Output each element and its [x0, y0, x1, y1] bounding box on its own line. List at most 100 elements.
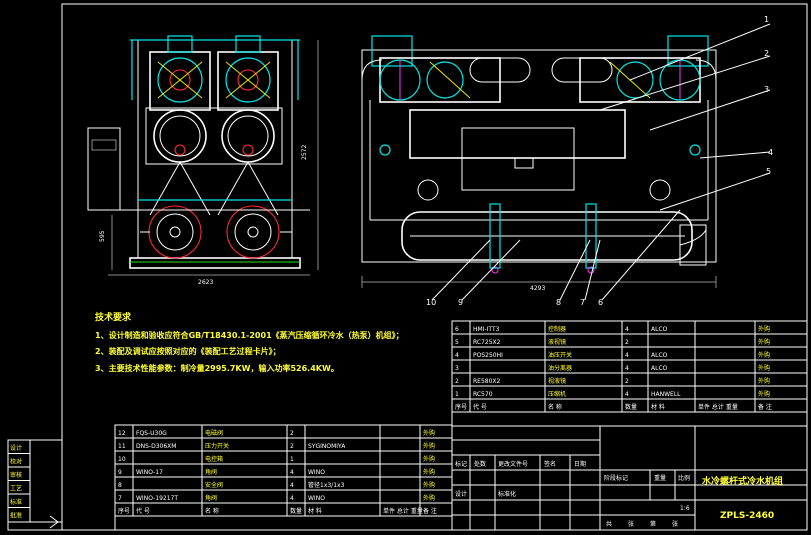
bom-cell-material: ALCO: [651, 326, 668, 333]
bom-cell-name: 角阀: [205, 468, 217, 476]
title-row2-3: 阶段标记: [604, 474, 628, 482]
bom-cell-note: 外购: [758, 364, 770, 372]
bom-cell-no: 6: [455, 326, 459, 333]
bom-cell-qty: 4: [625, 326, 629, 333]
bom-cell-qty: 2: [625, 339, 629, 346]
bom-cell-code: RC570: [473, 391, 493, 398]
bom-cell-material: ALCO: [651, 352, 668, 359]
bom-cell-qty: 4: [290, 482, 294, 489]
bom-cell-no: 3: [455, 365, 459, 372]
title-row3-3: 第: [650, 520, 656, 528]
bom-cell-note: 外购: [423, 481, 435, 489]
bom-cell-code: FQS-U30G: [136, 430, 167, 437]
callout-3: 3: [764, 85, 769, 94]
callout-8: 8: [556, 298, 561, 307]
control-panel: [461, 127, 575, 191]
left-strip-item: 审核: [10, 471, 22, 479]
bom-cell-material: ALCO: [651, 365, 668, 372]
bom-cell-note: 外购: [758, 390, 770, 398]
condenser-shell: [409, 109, 626, 159]
bom-cell-code: DNS-D306XM: [136, 443, 176, 450]
bom-header-cell: 备 注: [423, 507, 437, 515]
bom-header-cell: 代 号: [136, 507, 150, 515]
bom-header-cell: 名 称: [205, 507, 219, 515]
bom-cell-qty: 1: [290, 456, 294, 463]
title-label-5: 日期: [574, 460, 586, 468]
callout-4: 4: [768, 148, 773, 157]
bom-cell-no: 1: [455, 391, 459, 398]
title-label-4: 签名: [544, 460, 556, 468]
bom-header-cell: 材 料: [651, 403, 665, 411]
left-strip-item: 设计: [10, 444, 22, 452]
bom-cell-note: 外购: [423, 455, 435, 463]
bom-cell-no: 2: [455, 378, 459, 385]
bom-cell-qty: 4: [290, 469, 294, 476]
bom-cell-name: 电磁阀: [205, 429, 223, 437]
title-block: 标记 处数 更改文件号 签名 日期 设计 标准化 阶段标记 重量 比例 1:6 …: [451, 425, 808, 531]
callout-6: 6: [598, 298, 603, 307]
bom-cell-material: SYGINOMIYA: [308, 443, 346, 450]
electric-control-box: [87, 127, 121, 211]
bom-header-cell: 单件 总计 重量: [698, 403, 738, 411]
evaporator-shell: [401, 211, 693, 261]
bom-cell-no: 12: [118, 430, 126, 437]
bom-cell-note: 外购: [758, 351, 770, 359]
bom-cell-code: RC725X2: [473, 339, 501, 346]
bom-cell-note: 外购: [758, 338, 770, 346]
dim-left-width: 2623: [198, 279, 213, 286]
tech-item-1: 1、设计制造和验收应符合GB/T18430.1-2001《蒸汽压缩循环冷水（热泵…: [95, 330, 404, 341]
bom-cell-qty: 2: [625, 378, 629, 385]
bom-header-cell: 材 料: [308, 507, 322, 515]
bom-cell-name: 液视镜: [548, 338, 566, 346]
left-strip-item: 标准: [10, 498, 22, 506]
compressor-assembly-left: [371, 35, 531, 103]
bom-cell-no: 8: [118, 482, 122, 489]
front-elevation-view: 4293: [361, 35, 717, 292]
bom-cell-material: HANWELL: [651, 391, 681, 398]
bom-cell-code: HMI-ITT3: [473, 326, 500, 333]
bom-cell-note: 外购: [423, 494, 435, 502]
bom-cell-qty: 2: [290, 443, 294, 450]
title-row2-5: 比例: [678, 474, 690, 482]
condenser-end-right: [226, 205, 280, 259]
bom-cell-name: 安全阀: [205, 481, 223, 489]
bom-header-cell: 序号: [118, 507, 130, 515]
bom-cell-code: WINO-17: [136, 469, 163, 476]
drawing-title: 水冷螺杆式冷水机组: [702, 475, 783, 487]
bom-cell-material: WINO: [308, 469, 325, 476]
left-strip-item: 工艺: [10, 485, 22, 493]
bom-cell-material: 管径1x3/1x3: [308, 481, 345, 489]
bom-cell-no: 9: [118, 469, 122, 476]
title-row3-2: 张: [628, 520, 634, 528]
ucs-icon: [30, 515, 59, 529]
bom-cell-no: 5: [455, 339, 459, 346]
bom-cell-note: 外购: [758, 325, 770, 333]
callouts-right: 1 2 3 4 5: [599, 15, 773, 211]
title-row2-2: 标准化: [498, 490, 516, 498]
bom-cell-name: 电控箱: [205, 455, 223, 463]
bom-cell-note: 外购: [758, 377, 770, 385]
compressor-left: [149, 35, 211, 111]
bom-cell-note: 外购: [423, 442, 435, 450]
title-row3-1: 共: [606, 520, 612, 528]
bom-cell-code: WINO-19217T: [136, 495, 178, 502]
bom-cell-no: 7: [118, 495, 122, 502]
bom-cell-name: 视液镜: [548, 377, 566, 385]
bom-header-cell: 单件 总计 重量: [383, 507, 423, 515]
bom-cell-no: 11: [118, 443, 126, 450]
side-elevation-view: 2623 2572 595: [87, 35, 319, 286]
bom-header-cell: 备 注: [758, 403, 772, 411]
bom-header-cell: 名 称: [548, 403, 562, 411]
callout-7: 7: [580, 298, 585, 307]
bom-cell-qty: 4: [625, 352, 629, 359]
bom-cell-name: 油压开关: [548, 351, 572, 359]
bom-cell-qty: 4: [290, 495, 294, 502]
bom-cell-name: 压缩机: [548, 390, 566, 398]
tech-item-2: 2、装配及调试应按照对应的《装配工艺过程卡片》；: [95, 346, 281, 357]
drawing-scale: 1:6: [680, 505, 690, 512]
bom-header-cell: 数量: [625, 403, 637, 411]
callout-9: 9: [458, 298, 463, 307]
bom-cell-code: POS250HI: [473, 352, 503, 359]
